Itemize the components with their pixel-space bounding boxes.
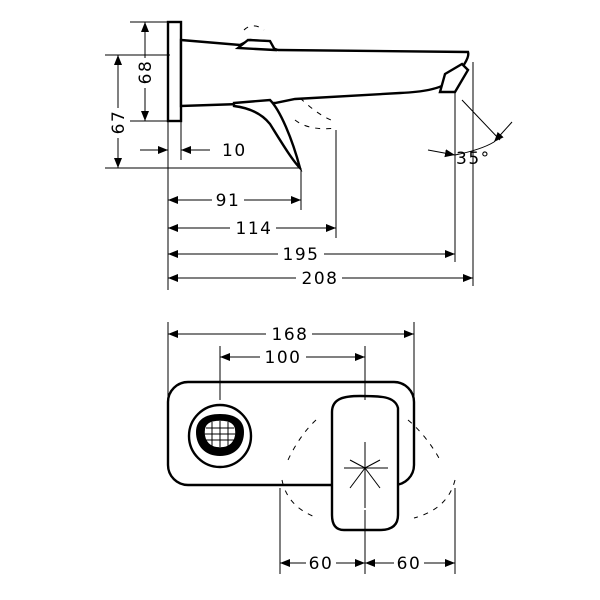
spout-body [179, 38, 470, 108]
dim-100: 100 [220, 347, 365, 368]
dim-91: 91 [168, 190, 301, 211]
handle-swing-left-2 [281, 479, 319, 519]
dim-208: 208 [168, 268, 473, 289]
dim-114: 114 [168, 218, 336, 239]
wall-plate [166, 20, 183, 123]
handle-side [232, 98, 303, 173]
spout-tip [438, 62, 470, 94]
dim-10: 10 [140, 141, 247, 161]
dim-60-left-label: 60 [309, 554, 334, 574]
dim-168: 168 [168, 324, 414, 345]
handle-swing-left [287, 419, 317, 461]
dim-10-label: 10 [222, 141, 247, 161]
handle-swing [299, 97, 337, 123]
handle-swing-right-2 [413, 479, 456, 519]
dim-68: 68 [136, 22, 156, 121]
dim-100-label: 100 [265, 348, 302, 368]
dim-168-label: 168 [272, 325, 309, 345]
dim-91-label: 91 [216, 191, 241, 211]
handle-swing-2 [294, 119, 337, 130]
dim-67-label: 67 [109, 110, 129, 135]
dim-68-label: 68 [136, 60, 156, 85]
dim-60-right-label: 60 [397, 554, 422, 574]
dim-35-angle: 35° [427, 121, 513, 169]
side-extension-lines [105, 21, 501, 290]
dim-114-label: 114 [236, 219, 273, 239]
side-view [166, 20, 470, 173]
dim-195: 195 [168, 244, 455, 265]
dim-60-right: 60 [365, 553, 455, 574]
dim-67: 67 [109, 55, 129, 168]
front-view [166, 380, 456, 532]
dim-35-label: 35° [456, 149, 491, 169]
lever-arc [243, 25, 265, 31]
handle-swing-right [407, 419, 441, 461]
dim-195-label: 195 [283, 245, 320, 265]
dim-60-left: 60 [280, 553, 365, 574]
lever-top [234, 38, 278, 52]
dim-208-label: 208 [302, 269, 339, 289]
